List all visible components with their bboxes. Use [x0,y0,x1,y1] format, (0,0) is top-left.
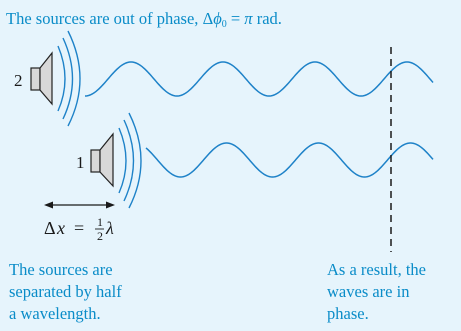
speaker-1-magnet [91,150,100,172]
speaker-1 [91,113,141,208]
separation-arrow [44,202,115,209]
separation-caption-line-1: The sources are [9,259,122,281]
separation-caption: The sources are separated by half a wave… [9,259,122,325]
separation-delta: Δ [44,218,56,238]
separation-lambda: λ [105,218,114,238]
result-caption-line-3: phase. [327,303,426,325]
speaker-2 [31,31,80,126]
separation-equals: = [74,218,84,238]
speaker-1-soundwaves [119,113,141,208]
separation-var: x [56,218,65,238]
result-caption-line-1: As a result, the [327,259,426,281]
wave-2 [85,62,433,96]
speaker-1-cone [100,134,113,186]
speaker-1-label: 1 [76,153,85,172]
wave-1 [146,143,433,177]
speaker-2-soundwaves [58,31,80,126]
separation-label: Δ x = 1 2 λ [44,215,114,243]
speaker-2-cone [40,53,52,104]
separation-caption-line-2: separated by half [9,281,122,303]
result-caption: As a result, the waves are in phase. [327,259,426,325]
fraction-denominator: 2 [97,229,103,243]
speaker-2-label: 2 [14,71,23,90]
separation-caption-line-3: a wavelength. [9,303,122,325]
speaker-2-magnet [31,68,40,90]
fraction-numerator: 1 [97,215,103,229]
result-caption-line-2: waves are in [327,281,426,303]
